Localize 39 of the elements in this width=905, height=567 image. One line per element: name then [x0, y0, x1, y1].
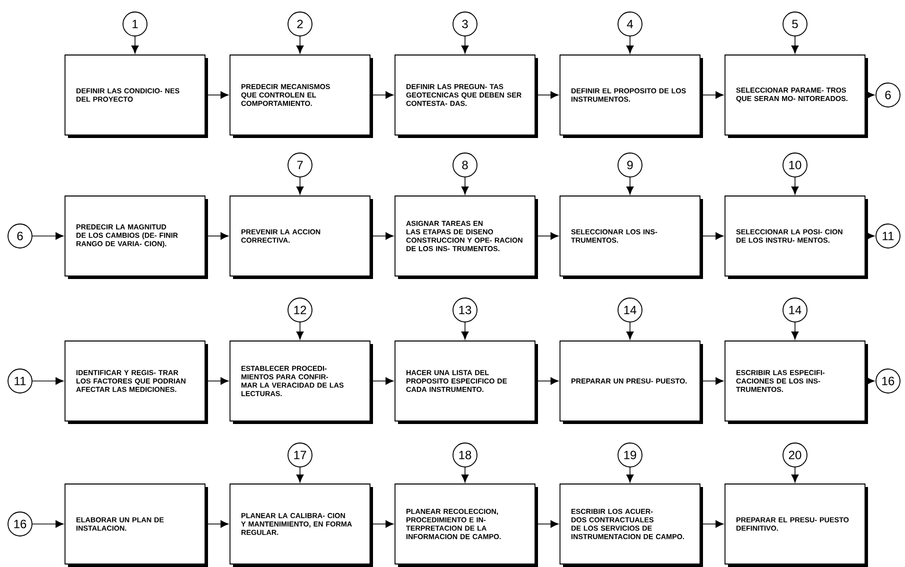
arrow: [865, 377, 875, 385]
arrow: [205, 232, 229, 240]
arrow: [370, 232, 394, 240]
arrow: [626, 322, 634, 340]
arrow: [700, 232, 724, 240]
arrow: [131, 36, 139, 54]
arrow: [205, 91, 229, 99]
arrow: [535, 232, 559, 240]
arrow: [205, 520, 229, 528]
arrow: [296, 322, 304, 340]
arrow: [370, 91, 394, 99]
arrow: [700, 377, 724, 385]
arrow: [461, 36, 469, 54]
arrow: [626, 177, 634, 195]
arrow: [370, 377, 394, 385]
arrow: [296, 36, 304, 54]
arrow: [32, 232, 64, 240]
arrow: [700, 520, 724, 528]
arrow: [700, 91, 724, 99]
arrow: [535, 91, 559, 99]
arrow: [791, 467, 799, 483]
arrow: [461, 177, 469, 195]
arrow: [535, 520, 559, 528]
arrow: [791, 36, 799, 54]
arrow: [461, 322, 469, 340]
arrow: [32, 377, 64, 385]
arrow: [296, 177, 304, 195]
arrow: [626, 467, 634, 483]
arrow: [791, 177, 799, 195]
arrow: [535, 377, 559, 385]
arrow: [370, 520, 394, 528]
arrow: [32, 520, 64, 528]
arrow: [205, 377, 229, 385]
arrow: [461, 467, 469, 483]
arrow: [296, 467, 304, 483]
arrow: [865, 232, 875, 240]
arrow: [865, 91, 875, 99]
arrow: [791, 322, 799, 340]
arrow: [626, 36, 634, 54]
